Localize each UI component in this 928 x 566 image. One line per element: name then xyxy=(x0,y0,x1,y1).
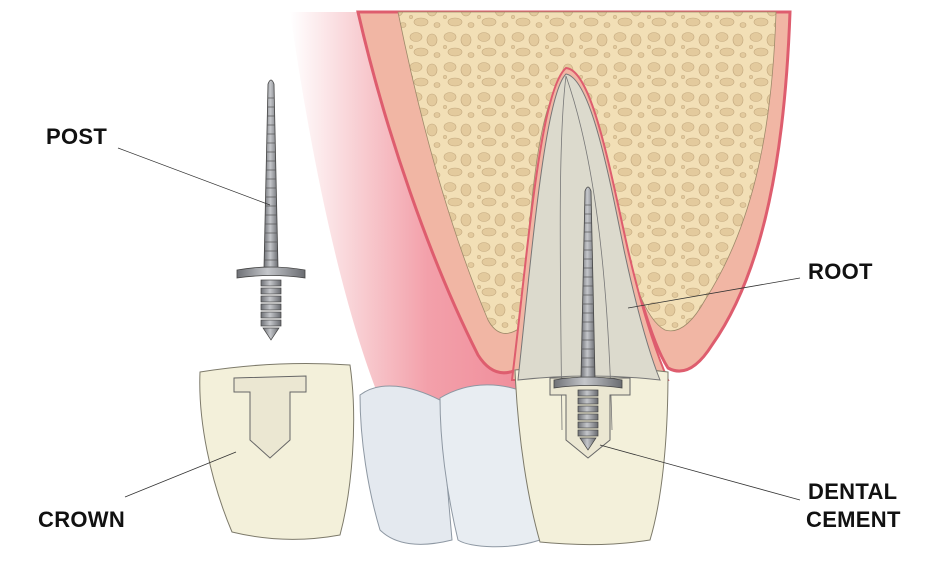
crown-post-slot xyxy=(233,375,307,459)
post-thread xyxy=(577,405,599,413)
post-leader-line xyxy=(117,147,271,206)
post-shaft xyxy=(263,79,279,269)
label-crown: CROWN xyxy=(38,507,126,532)
post-flange xyxy=(236,266,306,279)
post-tip xyxy=(262,327,280,341)
post-thread xyxy=(260,287,282,295)
label-dental-cement-line2: CEMENT xyxy=(806,507,901,532)
neighbor-tooth xyxy=(439,384,541,548)
loose-post xyxy=(236,79,306,341)
post-thread xyxy=(260,311,282,319)
post-thread xyxy=(260,295,282,303)
root-canal-outline xyxy=(559,75,613,431)
dental-cement-leader-line xyxy=(599,444,801,501)
post-thread xyxy=(577,389,599,397)
label-post: POST xyxy=(46,124,108,149)
post-thread xyxy=(577,413,599,421)
post-thread xyxy=(260,303,282,311)
post-thread xyxy=(260,319,282,327)
post-tip xyxy=(579,437,597,451)
label-root: ROOT xyxy=(808,259,873,284)
post-shaft xyxy=(580,186,596,379)
neighbor-tooth xyxy=(359,385,453,545)
post-thread xyxy=(577,397,599,405)
label-dental-cement-line1: DENTAL xyxy=(808,479,898,504)
post-thread xyxy=(260,279,282,287)
root-leader-line xyxy=(627,277,801,309)
installed-post xyxy=(553,186,623,451)
post-flange xyxy=(553,376,623,389)
crown-leader-line xyxy=(124,451,237,498)
post-thread xyxy=(577,421,599,429)
post-thread xyxy=(577,429,599,437)
